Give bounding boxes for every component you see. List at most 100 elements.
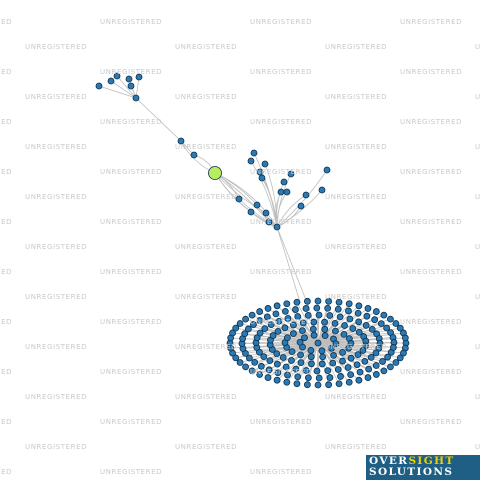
network-node	[247, 208, 255, 216]
network-node	[341, 322, 348, 329]
network-node	[323, 166, 331, 174]
network-node	[256, 329, 264, 337]
network-node	[372, 362, 380, 369]
network-node	[326, 374, 334, 381]
network-node	[332, 327, 339, 335]
network-node	[236, 320, 244, 327]
network-node	[279, 354, 287, 361]
network-edge	[135, 97, 182, 142]
network-edge	[276, 194, 307, 228]
network-edge	[317, 309, 339, 344]
network-node	[379, 358, 386, 365]
network-node	[364, 374, 372, 381]
network-edge	[283, 342, 319, 358]
network-node	[392, 320, 400, 327]
network-node	[288, 357, 295, 364]
network-node	[400, 349, 407, 357]
network-edge	[316, 342, 319, 372]
network-node	[383, 324, 391, 332]
network-node	[384, 353, 392, 361]
network-node	[326, 312, 334, 319]
network-node	[273, 350, 281, 358]
network-edge	[270, 342, 319, 346]
network-node	[263, 313, 271, 321]
network-node	[396, 324, 404, 332]
network-node	[290, 330, 297, 338]
network-node	[347, 354, 355, 362]
network-node	[125, 75, 133, 83]
network-node	[297, 359, 305, 367]
network-node	[113, 72, 121, 80]
network-node	[302, 305, 310, 312]
network-node	[288, 348, 296, 356]
network-node	[304, 374, 312, 382]
network-node	[272, 310, 280, 318]
network-node	[274, 369, 282, 377]
network-node	[324, 367, 332, 375]
network-node	[336, 313, 344, 321]
network-node	[356, 368, 364, 376]
network-node	[269, 332, 277, 339]
network-node	[177, 137, 185, 145]
network-node	[95, 82, 103, 90]
network-node	[293, 298, 301, 306]
network-edge	[276, 181, 285, 228]
network-node	[332, 340, 340, 348]
network-edge	[276, 226, 307, 301]
network-node	[310, 318, 318, 326]
network-node	[261, 160, 269, 168]
network-node	[294, 373, 302, 381]
network-node	[340, 330, 348, 338]
network-node	[354, 351, 362, 359]
network-node	[313, 367, 321, 375]
network-node	[277, 188, 285, 196]
network-node	[389, 344, 397, 351]
node-layer	[95, 72, 410, 389]
network-node	[367, 353, 375, 361]
network-node	[267, 321, 275, 329]
network-node	[335, 298, 343, 306]
network-node	[250, 149, 258, 157]
network-node	[297, 351, 304, 359]
network-node	[299, 319, 307, 327]
network-edge	[110, 80, 137, 99]
network-node	[251, 358, 259, 366]
network-edge	[250, 160, 278, 228]
network-node	[247, 157, 255, 165]
network-node	[281, 307, 289, 315]
network-edge	[317, 314, 320, 344]
network-node	[273, 376, 281, 384]
network-node	[380, 311, 388, 319]
network-node	[372, 371, 380, 378]
network-node	[256, 317, 264, 324]
network-node	[292, 306, 299, 313]
network-edge	[180, 140, 216, 174]
network-node	[328, 344, 335, 352]
network-node	[307, 353, 315, 361]
network-node	[319, 353, 327, 361]
network-node	[299, 327, 306, 335]
network-node	[282, 363, 290, 371]
network-node	[363, 312, 371, 320]
network-node	[314, 297, 322, 305]
network-node	[321, 318, 328, 326]
network-node	[318, 360, 326, 368]
network-node	[313, 304, 321, 312]
network-node	[242, 363, 249, 371]
network-node	[127, 82, 135, 90]
network-node	[396, 354, 404, 362]
network-node	[354, 309, 362, 317]
network-node	[314, 381, 322, 389]
network-node	[353, 361, 361, 369]
network-node	[329, 359, 337, 367]
network-node	[349, 325, 357, 332]
network-node	[229, 329, 236, 337]
network-node	[297, 202, 305, 210]
network-node	[375, 344, 383, 352]
network-node	[331, 319, 339, 327]
network-node	[355, 318, 363, 326]
network-node	[190, 151, 198, 159]
network-node	[345, 300, 353, 308]
network-node	[359, 347, 367, 354]
